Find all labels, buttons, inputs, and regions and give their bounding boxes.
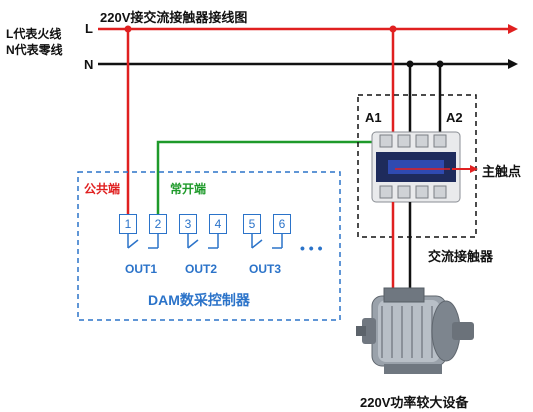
live-contact-dot xyxy=(389,25,397,33)
neutral-bus-label: N xyxy=(84,57,94,72)
module-title: DAM数采控制器 xyxy=(148,292,250,308)
output-label-1: OUT1 xyxy=(125,262,158,276)
live-bus-arrow xyxy=(508,24,518,34)
output-label-3: OUT3 xyxy=(249,262,282,276)
more-outputs-indicator: • • • xyxy=(300,240,323,256)
common-terminal-label: 公共端 xyxy=(84,182,121,196)
coil-terminal-a1: A1 xyxy=(365,110,382,125)
terminal-4: 4 xyxy=(209,214,227,234)
relay-switch-out3 xyxy=(251,232,283,249)
contactor-label: 交流接触器 xyxy=(428,249,494,264)
coil-terminal-a2: A2 xyxy=(446,110,463,125)
terminal-3: 3 xyxy=(179,214,197,234)
diagram-title: 220V接交流接触器接线图 xyxy=(100,10,248,25)
normally-open-label: 常开端 xyxy=(170,182,207,196)
motor-device xyxy=(356,287,474,374)
legend-neutral: N代表零线 xyxy=(6,43,63,57)
terminal-2: 2 xyxy=(149,214,167,234)
live-junction-dot xyxy=(124,25,132,33)
contactor-device xyxy=(371,131,461,203)
output-label-2: OUT2 xyxy=(185,262,218,276)
neutral-bus-arrow xyxy=(508,59,518,69)
main-contact-arrowhead xyxy=(470,165,478,173)
neutral-junction-dot-1 xyxy=(406,60,414,68)
relay-switch-out2 xyxy=(187,232,219,249)
legend-live: L代表火线 xyxy=(6,27,62,41)
contactor-frame xyxy=(357,94,477,238)
live-bus-label: L xyxy=(85,21,93,36)
main-contact-label: 主触点 xyxy=(482,164,522,179)
module-frame xyxy=(77,171,341,321)
neutral-junction-dot-2 xyxy=(436,60,444,68)
terminal-6: 6 xyxy=(273,214,291,234)
relay-switch-out1 xyxy=(127,232,159,249)
terminal-5: 5 xyxy=(243,214,261,234)
terminal-1: 1 xyxy=(119,214,137,234)
motor-label: 220V功率较大设备 xyxy=(360,395,469,410)
